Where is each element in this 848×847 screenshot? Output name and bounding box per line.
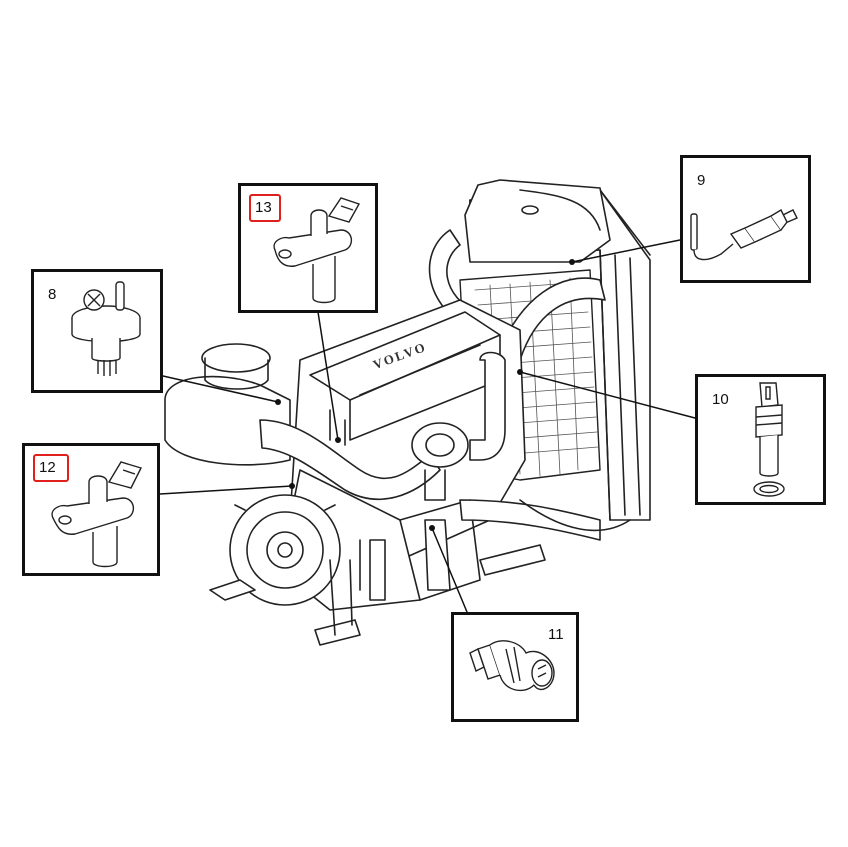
leader-lines [159,239,696,613]
turbocharger [411,422,469,501]
callout-label-9: 9 [697,172,706,189]
callout-highlight-12 [33,454,69,482]
callout-box-12: 12 [22,443,160,576]
sensor-13-icon [273,197,361,304]
callout-label-11: 11 [548,626,564,643]
callout-box-9: 9 [680,155,811,283]
callout-box-8: 8 [31,269,163,393]
callout-label-12: 12 [39,459,56,476]
sensor-12-icon [51,461,142,568]
callout-label-10: 10 [712,391,729,408]
lower-hose [459,499,601,541]
sensor-10-icon [753,382,785,497]
sensor-11-icon [469,640,555,692]
callout-box-11: 11 [451,612,579,722]
engine-block [279,299,526,611]
callout-box-13: 13 [238,183,378,313]
sensor-9-icon [690,209,798,261]
sensor-8-icon [71,281,141,376]
callout-label-13: 13 [255,199,272,216]
flywheel [229,494,341,606]
callout-box-10: 10 [695,374,826,505]
air-intake [164,343,506,500]
callout-highlight-13 [249,194,281,222]
upper-hose [499,277,606,361]
callout-label-8: 8 [48,286,57,303]
